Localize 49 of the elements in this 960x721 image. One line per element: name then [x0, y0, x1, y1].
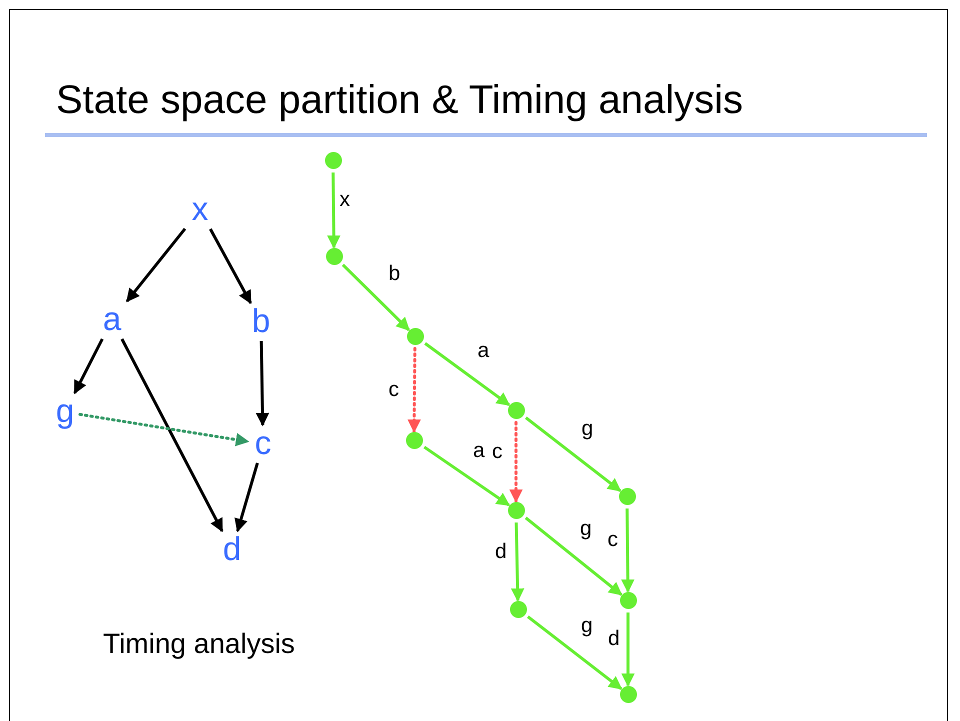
- arrow: [209, 228, 252, 304]
- state-label: g: [50, 393, 80, 431]
- arrow: [424, 342, 510, 406]
- arrow: [621, 612, 635, 687]
- state-dot: [620, 592, 636, 608]
- arrow: [621, 508, 635, 593]
- state-dot: [508, 502, 524, 518]
- arrow: [524, 516, 622, 596]
- slide-title: State space partition & Timing analysis: [56, 78, 744, 123]
- arrow: [510, 522, 524, 602]
- edge-label: c: [492, 441, 502, 463]
- edge-label: d: [608, 628, 620, 650]
- state-label: c: [248, 425, 278, 463]
- edge-label: a: [478, 340, 490, 362]
- state-dot: [406, 328, 424, 344]
- arrow: [126, 228, 186, 302]
- arrow: [120, 338, 224, 532]
- state-label: a: [97, 301, 127, 339]
- state-dot: [618, 488, 636, 504]
- arrow: [78, 412, 250, 446]
- edge-label: c: [388, 379, 399, 401]
- edge-label: x: [340, 189, 350, 211]
- arrow: [342, 264, 410, 332]
- edge-label: a: [473, 440, 485, 462]
- arrow: [234, 462, 259, 532]
- state-dot: [620, 686, 636, 702]
- state-label: d: [217, 531, 247, 569]
- edge-label: g: [581, 614, 593, 636]
- state-dot: [324, 152, 342, 168]
- arrow: [73, 338, 104, 394]
- arrow: [327, 172, 341, 249]
- edge-label: c: [608, 529, 618, 551]
- arrow: [524, 416, 622, 492]
- edge-label: d: [495, 540, 507, 562]
- state-dot: [510, 600, 526, 618]
- state-label: x: [185, 191, 215, 229]
- edge-label: g: [580, 518, 592, 540]
- arrow: [407, 347, 421, 433]
- arrow: [256, 340, 270, 426]
- edge-label: g: [582, 418, 594, 440]
- state-dot: [406, 432, 422, 448]
- state-dot: [508, 402, 524, 418]
- arrow: [509, 421, 523, 503]
- edge-label: b: [388, 263, 400, 285]
- state-dot: [326, 248, 342, 264]
- arrow: [423, 446, 510, 506]
- state-label: b: [246, 303, 276, 341]
- arrow: [526, 615, 622, 690]
- caption-text: Timing analysis: [103, 628, 295, 660]
